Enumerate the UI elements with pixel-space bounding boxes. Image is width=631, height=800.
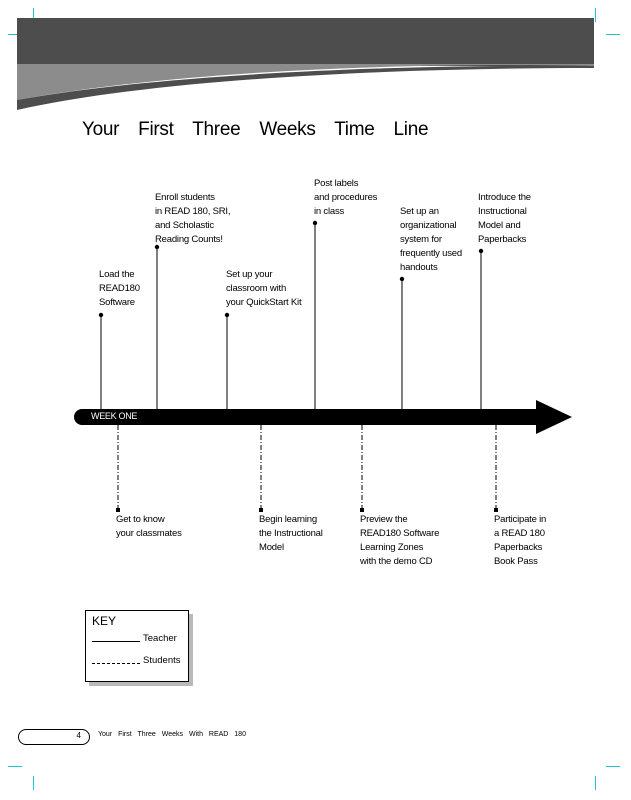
teacher-event-label: Set up your classroom with your QuickSta…	[226, 269, 302, 308]
crop-mark-top-right	[595, 8, 596, 22]
teacher-event-label: Load the READ180 Software	[99, 269, 140, 308]
crop-mark-bottom-left	[33, 776, 34, 790]
key-teacher-label: Teacher	[143, 633, 177, 644]
key-student-label: Students	[143, 655, 181, 666]
teacher-dot	[154, 244, 160, 250]
student-event-label: Get to know your classmates	[116, 514, 182, 539]
crop-mark-left-top	[8, 34, 22, 35]
banner-curve	[17, 65, 594, 110]
teacher-event-label: Set up an organizational system for freq…	[400, 206, 462, 273]
crop-mark-right-top	[606, 34, 620, 35]
crop-mark-right-bottom	[606, 766, 620, 767]
student-dots	[116, 508, 498, 512]
footer-text: Your First Three Weeks With READ 180	[98, 731, 246, 738]
teacher-event-label: Introduce the Instructional Model and Pa…	[478, 192, 531, 245]
crop-mark-left-bottom	[8, 766, 22, 767]
teacher-dot	[98, 312, 104, 318]
teacher-dots	[98, 220, 484, 318]
page-number: 4	[76, 731, 81, 740]
teacher-event-label: Post labels and procedures in class	[314, 178, 378, 217]
key-teacher-line	[92, 641, 140, 642]
teacher-dot	[312, 220, 318, 226]
banner-dark-band	[17, 18, 594, 66]
teacher-event-label: Enroll students in READ 180, SRI, and Sc…	[155, 192, 231, 245]
footer-page-pill: 4	[18, 729, 90, 745]
key-legend: KEY Teacher Students	[85, 610, 189, 682]
student-dot	[360, 508, 364, 512]
banner-light-band	[17, 64, 594, 100]
teacher-dot	[399, 276, 405, 282]
crop-mark-top-left	[33, 8, 34, 22]
student-event-label: Participate in a READ 180 Paperbacks Boo…	[494, 514, 547, 567]
week-one-label: WEEK ONE	[91, 411, 138, 421]
teacher-dot	[478, 248, 484, 254]
key-student-line	[92, 663, 140, 664]
student-event-label: Begin learning the Instructional Model	[259, 514, 323, 553]
header-banner	[17, 18, 594, 110]
student-dot	[259, 508, 263, 512]
student-event-label: Preview the READ180 Software Learning Zo…	[360, 514, 440, 567]
student-dot	[116, 508, 120, 512]
page-title: Your First Three Weeks Time Line	[82, 119, 429, 140]
crop-mark-bottom-right	[595, 776, 596, 790]
key-title: KEY	[92, 614, 117, 628]
teacher-dot	[224, 312, 230, 318]
student-dot	[494, 508, 498, 512]
timeline-arrow	[74, 400, 572, 434]
student-stems	[117, 425, 497, 510]
teacher-stems	[100, 223, 482, 409]
